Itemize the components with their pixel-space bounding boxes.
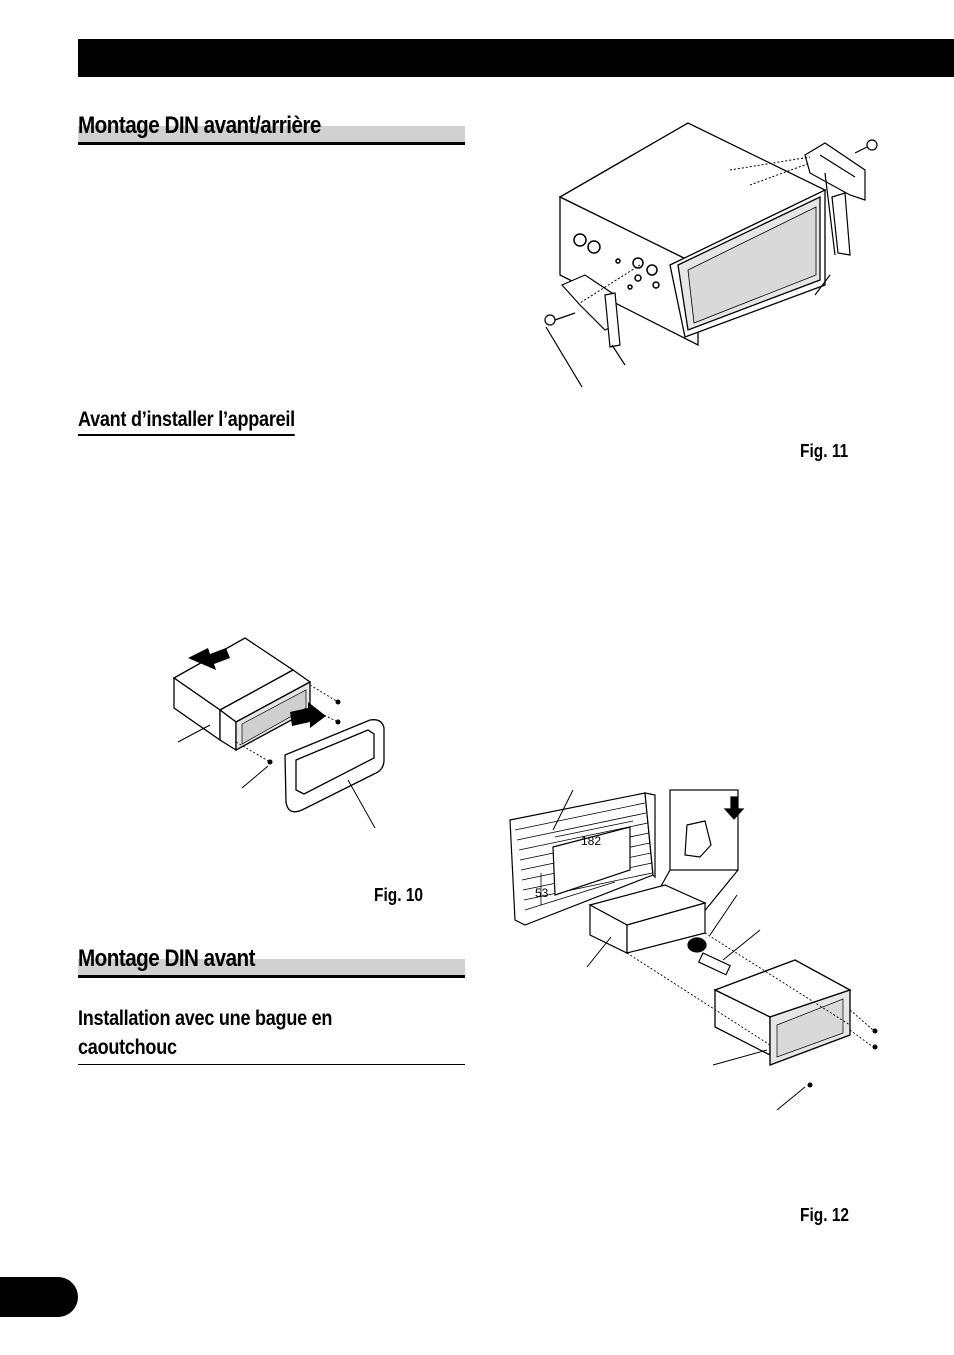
fig10-label: Fig. 10 — [374, 885, 424, 905]
dimension-height: 53 — [535, 886, 549, 900]
heading-shade — [78, 126, 465, 142]
arrow-icon — [188, 648, 230, 670]
page-number-tab — [0, 1277, 78, 1317]
rear-bracket-right — [804, 142, 866, 201]
fig10-illustration — [172, 637, 385, 829]
section-heading-front-din: Montage DIN avant — [78, 945, 465, 978]
heading-shade — [78, 959, 465, 975]
screw-icon — [335, 719, 341, 725]
arrow-down-icon — [723, 796, 745, 820]
subheading-before-install: Avant d’installer l’appareil — [78, 408, 295, 436]
subheading-rubber-bush-line2: caoutchouc — [78, 1036, 177, 1059]
screw-icon — [335, 699, 341, 705]
screw-icon — [872, 1028, 878, 1034]
screw-icon — [866, 139, 878, 151]
arrow-icon — [290, 702, 326, 728]
screw-icon — [544, 314, 556, 326]
dashboard-opening — [552, 826, 631, 896]
fig12-label: Fig. 12 — [800, 1205, 850, 1225]
screw-icon — [807, 1082, 813, 1088]
subheading-rule — [78, 1064, 465, 1065]
section-heading-front-rear-din: Montage DIN avant/arrière — [78, 112, 465, 145]
fig11-illustration — [544, 122, 878, 388]
rubber-bush — [687, 937, 707, 953]
top-header-bar — [78, 39, 954, 77]
fig12-illustration: 182 53 — [509, 789, 878, 1111]
unit-left-face — [559, 195, 699, 347]
fig11-label: Fig. 11 — [800, 441, 849, 461]
dimension-width: 182 — [581, 834, 601, 848]
subheading-rubber-bush-line1: Installation avec une bague en — [78, 1007, 333, 1030]
heading-text: Montage DIN avant — [78, 945, 256, 972]
screw-icon — [872, 1044, 878, 1050]
heading-text: Montage DIN avant/arrière — [78, 112, 321, 139]
screw-icon — [267, 759, 273, 765]
rca-jack — [573, 233, 587, 247]
